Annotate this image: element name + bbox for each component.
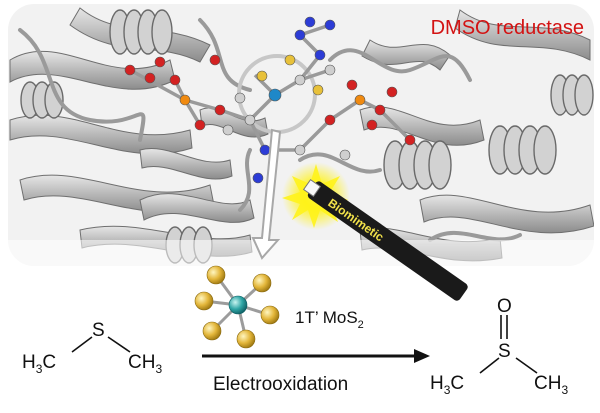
reaction-arrow — [202, 349, 430, 363]
oxygen-atom — [214, 104, 226, 116]
beta-strand-5 — [359, 106, 485, 146]
nitrogen-atom — [259, 144, 271, 156]
cofactor-bond — [298, 118, 332, 152]
sulfur-atom — [206, 265, 226, 285]
reactant-dms: H3C S CH3 — [22, 320, 162, 376]
oxygen-atom — [144, 72, 156, 84]
helix-turn — [151, 9, 173, 55]
oxygen-atom — [324, 114, 336, 126]
phosphorus-atom — [354, 94, 366, 106]
mo_center-atom — [268, 88, 282, 102]
cofactor-bond — [378, 108, 412, 142]
protein-loop-3 — [298, 152, 382, 174]
helix-turn — [574, 74, 594, 116]
carbon-atom — [294, 74, 306, 86]
catalyst-label: 1T’ MoS2 — [295, 308, 364, 331]
product-oxygen: O — [497, 296, 512, 317]
sulfur-atom — [256, 70, 268, 82]
cofactor-bond — [248, 119, 267, 151]
nitrogen-atom — [294, 29, 306, 41]
protein-loop-5 — [238, 148, 252, 212]
nitrogen-atom — [324, 19, 336, 31]
zoom-arrow — [251, 128, 282, 260]
svg-text:CH3: CH3 — [128, 352, 162, 376]
reactant-sulfur: S — [92, 320, 105, 341]
sulfur-atom — [284, 54, 296, 66]
cofactor-bond — [298, 53, 322, 82]
oxygen-atom — [366, 119, 378, 131]
alpha-helix-f — [20, 81, 64, 119]
carbon-atom — [324, 64, 336, 76]
arrow-label: Electrooxidation — [213, 374, 348, 395]
carbon-atom — [294, 144, 306, 156]
oxygen-atom — [404, 134, 416, 146]
alpha-helix-b — [383, 140, 452, 190]
cofactor-ball-and-stick — [124, 16, 416, 184]
helix-turn — [533, 125, 557, 175]
oxygen-atom — [124, 64, 136, 76]
phosphorus-atom — [179, 94, 191, 106]
carbon-atom — [244, 114, 256, 126]
enzyme-label: DMSO reductase — [431, 17, 584, 39]
oxygen-atom — [154, 56, 166, 68]
helix-turn — [44, 81, 64, 119]
oxygen-atom — [346, 79, 358, 91]
svg-text:CH3: CH3 — [534, 373, 568, 397]
cofactor-bond — [184, 98, 221, 112]
protein-helices — [18, 9, 594, 264]
beta-strand-7 — [454, 9, 591, 61]
beta-strand-4 — [139, 193, 255, 223]
carbon-atom — [234, 92, 246, 104]
sulfur-atom — [252, 273, 272, 293]
mos2-cluster-model — [194, 265, 280, 349]
helix-turn — [428, 140, 452, 190]
svg-text:H3C: H3C — [22, 352, 56, 376]
oxygen-atom — [169, 74, 181, 86]
protein-loop-2 — [328, 48, 472, 82]
carbon-atom — [339, 149, 351, 161]
protein-structure — [8, 4, 594, 266]
cofactor-bond — [129, 68, 186, 102]
sulfur-atom — [312, 84, 324, 96]
beta-strand-6 — [419, 194, 594, 234]
nitrogen-atom — [252, 172, 264, 184]
sulfur-atom — [260, 305, 280, 325]
oxygen-atom — [374, 104, 386, 116]
sulfur-atom — [236, 329, 256, 349]
alpha-helix-a — [109, 9, 173, 55]
product-dmso: H3C S CH3 O — [430, 296, 568, 397]
nitrogen-atom — [304, 16, 316, 28]
alpha-helix-e — [550, 74, 594, 116]
beta-strand-12 — [139, 148, 233, 180]
cofactor-bond — [329, 98, 361, 122]
nitrogen-atom — [314, 49, 326, 61]
carbon-atom — [222, 124, 234, 136]
svg-text:H3C: H3C — [430, 373, 464, 397]
product-sulfur: S — [498, 341, 511, 362]
molybdenum-atom — [228, 295, 248, 315]
oxygen-atom — [386, 86, 398, 98]
oxygen-atom — [194, 119, 206, 131]
sulfur-atom — [194, 291, 214, 311]
alpha-helix-c — [488, 125, 557, 175]
beta-strand-1 — [9, 114, 193, 155]
sulfur-atom — [202, 321, 222, 341]
oxygen-atom — [209, 54, 221, 66]
protein-loop-4 — [428, 230, 522, 242]
protein-loop-0 — [18, 28, 146, 142]
